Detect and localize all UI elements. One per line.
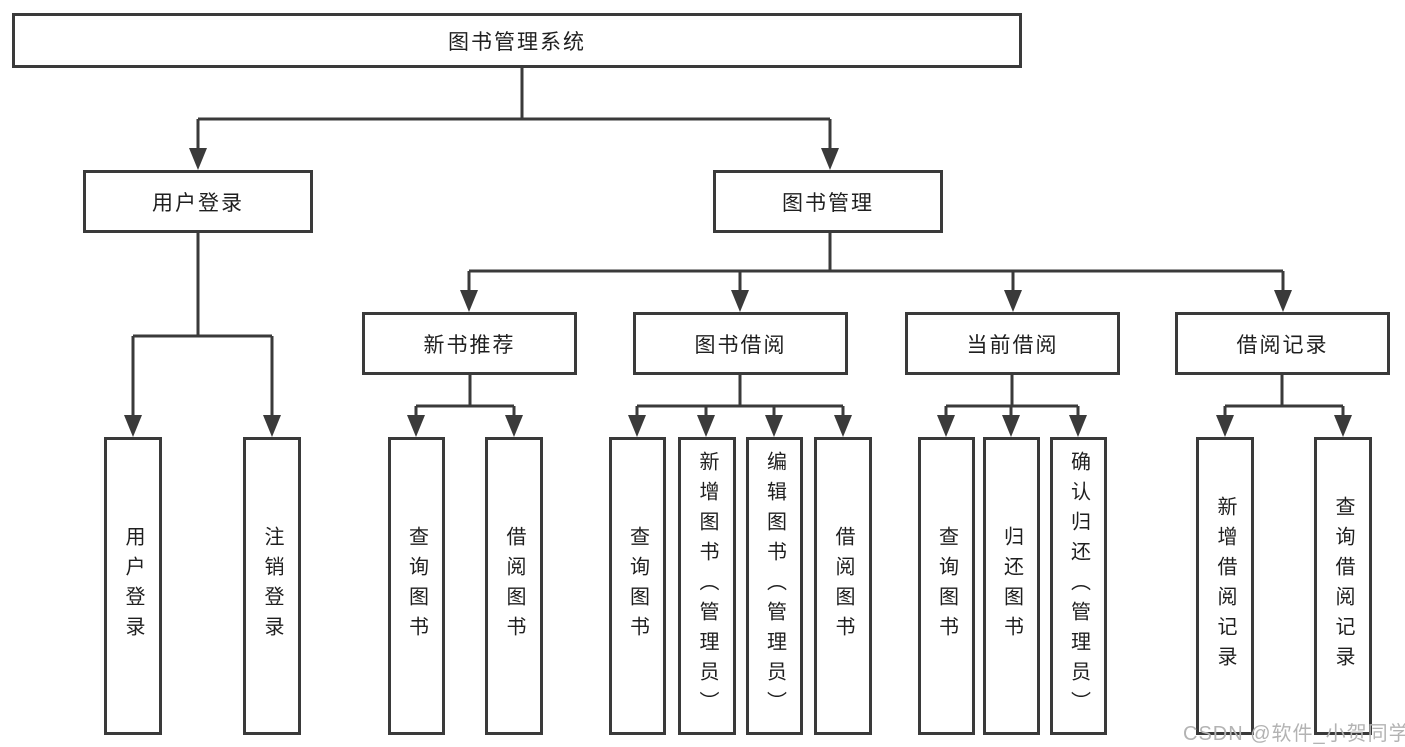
node-book-management: 图书管理 xyxy=(713,170,943,233)
leaf-bb-add-books-admin: 新增图书（管理员） xyxy=(678,437,736,735)
leaf-user-login: 用户登录 xyxy=(104,437,162,735)
node-new-book-recommend: 新书推荐 xyxy=(362,312,577,375)
leaf-cb-query-books: 查询图书 xyxy=(918,437,975,735)
leaf-logout: 注销登录 xyxy=(243,437,301,735)
node-borrow-records: 借阅记录 xyxy=(1175,312,1390,375)
node-root: 图书管理系统 xyxy=(12,13,1022,68)
leaf-br-query-record: 查询借阅记录 xyxy=(1314,437,1372,735)
leaf-bb-edit-books-admin: 编辑图书（管理员） xyxy=(746,437,803,735)
leaf-cb-confirm-return-admin: 确认归还（管理员） xyxy=(1050,437,1107,735)
leaf-nbr-borrow-books: 借阅图书 xyxy=(485,437,543,735)
leaf-bb-borrow-books: 借阅图书 xyxy=(814,437,872,735)
leaf-bb-query-books: 查询图书 xyxy=(609,437,666,735)
leaf-cb-return-books: 归还图书 xyxy=(983,437,1040,735)
leaf-nbr-query-books: 查询图书 xyxy=(388,437,445,735)
node-book-borrow: 图书借阅 xyxy=(633,312,848,375)
leaf-br-add-record: 新增借阅记录 xyxy=(1196,437,1254,735)
node-current-borrow: 当前借阅 xyxy=(905,312,1120,375)
csdn-watermark: CSDN @软件_小贺同学 xyxy=(1183,723,1405,745)
node-user-login: 用户登录 xyxy=(83,170,313,233)
